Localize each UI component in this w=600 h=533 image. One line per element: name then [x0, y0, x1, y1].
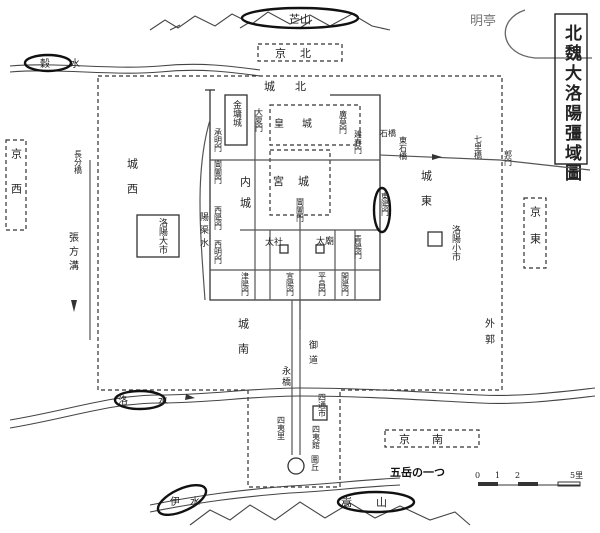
bridge-shi: 石橋 [380, 128, 396, 138]
gate-ximing: 西明門 [214, 240, 223, 265]
handwritten-arrow [504, 9, 592, 59]
bridge-dong-shi: 東石橋 [399, 135, 408, 161]
gate-dongyang: 東陽門 [381, 191, 390, 217]
tai-miao-marker [315, 244, 325, 254]
jing-xi-label: 京西 [10, 147, 23, 218]
gate-kaiyang: 開陽門 [341, 272, 350, 297]
gate-chengming: 承明門 [214, 128, 223, 153]
scale-bar: 0 1 2 5里 [475, 471, 583, 487]
title-box [554, 13, 588, 165]
gate-guo: 郭門 [504, 149, 513, 167]
luo-river-arrow [185, 394, 195, 400]
cheng-bei-label: 城北 [264, 80, 326, 93]
north-mountain-label: 芒山 [289, 13, 311, 26]
inner-roads [210, 110, 380, 330]
luoyang-big-market [136, 214, 180, 258]
luo-river [9, 387, 596, 421]
south-mountain-label: 嵩山 [341, 496, 411, 509]
nei-cheng-label: 内城 [239, 175, 252, 218]
tai-she-marker [279, 244, 289, 254]
map-title: 北魏大洛陽彊域圖 [561, 24, 583, 184]
luoyang-small-market-label: 洛陽小市 [450, 224, 461, 262]
gate-jianchun: 建春門 [354, 129, 363, 155]
bridge-zhang-fen: 長分橋 [74, 150, 83, 175]
south-mountain-circle [336, 490, 416, 514]
jing-dong-box [523, 197, 547, 269]
jing-dong-label: 京東 [529, 205, 542, 260]
jing-nan-label: 京南 [399, 432, 465, 446]
yangqu-label: 陽渠水 [198, 212, 209, 251]
jing-bei-label: 京北 [275, 46, 325, 60]
yi-river-label: 伊水 [170, 496, 210, 508]
gate-qingyang: 青陽門 [354, 234, 363, 260]
yu-dao-label: 御道 [307, 339, 318, 370]
palace-gate-label: 閶闔門 [296, 198, 305, 223]
north-mountains [149, 11, 391, 31]
huang-cheng-label: 皇城 [274, 117, 330, 130]
jing-xi-box [5, 139, 27, 231]
palace-city-label: 宮城 [273, 174, 323, 188]
bridge-qi-li: 七里橋 [474, 135, 483, 160]
zhangfang-arrow [71, 300, 77, 312]
tai-miao-label: 太廟 [316, 235, 334, 247]
si-tong-shi-marker [312, 405, 328, 421]
jinyong-city [224, 94, 248, 146]
luoyang-big-market-label: 洛陽大市 [157, 217, 168, 255]
si-yi-guan-label: 四夷館 [312, 425, 321, 450]
luoyang-small-market [427, 231, 443, 247]
gu-river-label: 穀水 [40, 57, 100, 70]
inner-city-wall [205, 89, 381, 301]
luo-river-circle [113, 389, 167, 411]
cheng-dong-label: 城東 [420, 170, 433, 220]
handwritten-wuyue-note: 五岳の一つ [390, 465, 445, 479]
gate-guangmo: 廣莫門 [339, 109, 348, 135]
scale-tick-0: 0 [475, 471, 480, 480]
huang-cheng [269, 104, 361, 146]
north-mountain-circle [240, 6, 360, 30]
gate-jinyang: 津陽門 [241, 271, 250, 297]
gate-xuanyang: 宣陽門 [286, 271, 295, 297]
yuan-qiu-marker [287, 457, 305, 475]
jinyong-label: 金墉城 [231, 99, 242, 128]
scale-tick-2: 2 [515, 471, 520, 480]
gu-river [9, 63, 261, 71]
jing-bei-box [257, 43, 343, 62]
gate-dongyang-circle [372, 186, 392, 234]
jing-nan-box [384, 429, 480, 448]
cheng-nan-label: 城南 [237, 318, 250, 368]
gate-pingchang: 平昌門 [318, 272, 327, 297]
cheng-xi-label: 城西 [126, 158, 139, 208]
luo-river-label: 洛水 [118, 394, 198, 407]
scale-tick-5: 5里 [570, 471, 583, 480]
gate-dasha: 大夏門 [255, 107, 264, 133]
tai-she-label: 太社 [265, 236, 283, 248]
wai-guo-label: 外郭 [483, 318, 495, 350]
si-tong-shi-label: 四通市 [318, 393, 327, 418]
yi-river [149, 477, 401, 506]
south-mountains [189, 501, 471, 526]
scale-tick-1: 1 [495, 471, 500, 480]
yi-river-circle [156, 483, 208, 517]
east-road-arrow [432, 154, 442, 160]
handwritten-note: 明亭 [470, 13, 496, 29]
outer-wall [97, 75, 503, 488]
gate-xiyang: 西陽門 [214, 206, 223, 231]
yong-qiao-label: 永橋 [280, 365, 291, 388]
zhangfang-label: 張方溝 [67, 232, 79, 274]
si-yi-li-label: 四夷里 [277, 416, 286, 440]
yuan-qiu-label: 圜丘 [311, 455, 320, 471]
gu-river-circle [23, 53, 73, 73]
yangqu-canal [199, 119, 211, 301]
gate-changhe: 閶闔門 [214, 160, 223, 185]
